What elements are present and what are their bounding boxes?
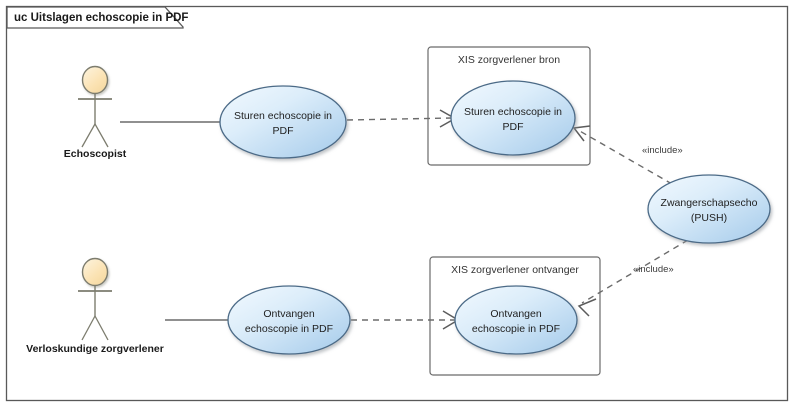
actor-head-icon xyxy=(81,257,109,287)
connector-include-top xyxy=(577,129,673,185)
include-label-bottom: «include» xyxy=(633,264,674,275)
use-case-ellipse xyxy=(219,85,347,159)
use-case-label-line2: echoscopie in PDF xyxy=(245,323,333,335)
arrowhead-open-include-bottom xyxy=(577,298,597,317)
use-case-sturen-echoscopie-left[interactable]: Sturen echoscopie in PDF xyxy=(219,85,347,159)
use-case-ellipse xyxy=(450,80,576,156)
actor-leg-right xyxy=(94,315,109,341)
boundary-label-bron: XIS zorgverlener bron xyxy=(458,54,560,66)
frame-title-text: uc Uitslagen echoscopie in PDF xyxy=(14,12,188,24)
include-label-top: «include» xyxy=(642,145,683,156)
frame-title-tab xyxy=(6,6,184,29)
use-case-ellipse xyxy=(227,285,351,355)
use-case-label-line1: Ontvangen xyxy=(490,308,542,320)
connector-include-bottom xyxy=(581,239,689,304)
use-case-zwangerschapsecho-push[interactable]: Zwangerschapsecho (PUSH) xyxy=(647,174,771,244)
use-case-ellipse xyxy=(647,174,771,244)
use-case-ellipse xyxy=(454,285,578,355)
actor-leg-left xyxy=(81,123,96,148)
use-case-label-line1: Ontvangen xyxy=(263,308,315,320)
use-case-label-line2: PDF xyxy=(503,121,524,133)
actor-leg-right xyxy=(94,123,109,148)
actor-echoscopist[interactable]: Echoscopist xyxy=(64,65,127,161)
use-case-label-line2: PDF xyxy=(273,125,294,137)
actor-label-verloskundige: Verloskundige zorgverlener xyxy=(26,343,164,355)
use-case-label-line2: (PUSH) xyxy=(691,212,727,224)
boundary-label-ontvanger: XIS zorgverlener ontvanger xyxy=(451,264,579,276)
actor-leg-left xyxy=(81,315,96,341)
use-case-ontvangen-echoscopie-right[interactable]: Ontvangen echoscopie in PDF xyxy=(454,285,578,355)
use-case-sturen-echoscopie-right[interactable]: Sturen echoscopie in PDF xyxy=(450,80,576,156)
use-case-label-line1: Sturen echoscopie in xyxy=(234,110,332,122)
arrowhead-open-include-top xyxy=(572,125,591,142)
use-case-ontvangen-echoscopie-left[interactable]: Ontvangen echoscopie in PDF xyxy=(227,285,351,355)
actor-head-icon xyxy=(81,65,109,95)
use-case-label-line1: Zwangerschapsecho xyxy=(661,197,758,209)
use-case-label-line1: Sturen echoscopie in xyxy=(464,106,562,118)
actor-label-echoscopist: Echoscopist xyxy=(64,148,127,160)
use-case-label-line2: echoscopie in PDF xyxy=(472,323,560,335)
actor-verloskundige-zorgverlener[interactable]: Verloskundige zorgverlener xyxy=(26,257,164,356)
